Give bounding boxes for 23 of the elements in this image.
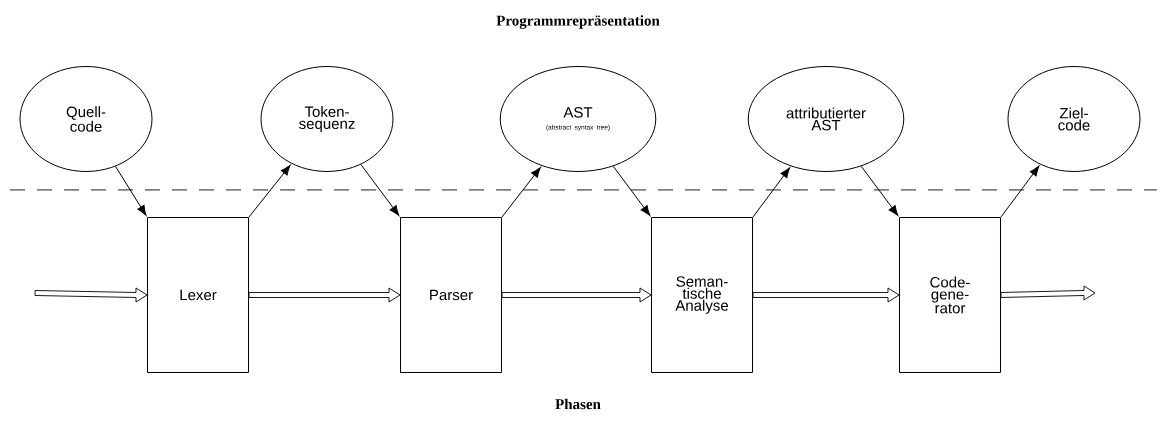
process-box: Lexer xyxy=(147,217,249,373)
process-box: Seman- tische Analyse xyxy=(651,217,753,373)
arrow xyxy=(360,164,400,216)
arrow xyxy=(115,165,147,216)
arrow xyxy=(752,167,790,218)
arrow xyxy=(501,167,541,218)
ellipse-node: Token- sequenz xyxy=(260,66,394,172)
arrow xyxy=(860,165,899,216)
section-label: Programmrepräsentation xyxy=(496,15,660,29)
double-arrow xyxy=(752,287,900,303)
ellipse-node: Ziel- code xyxy=(1007,66,1141,172)
double-arrow xyxy=(248,287,401,303)
double-arrow xyxy=(1000,285,1096,301)
arrow xyxy=(1000,165,1040,218)
double-arrow xyxy=(34,287,148,303)
process-box: Code- gene- rator xyxy=(899,217,1001,373)
double-arrow xyxy=(501,287,652,303)
ellipse-node: attributierter AST xyxy=(747,66,905,172)
arrow xyxy=(612,165,651,216)
ellipse-node: Quell- code xyxy=(19,66,153,172)
process-box: Parser xyxy=(400,217,502,373)
section-label: Phasen xyxy=(555,398,601,410)
arrow xyxy=(248,164,291,218)
